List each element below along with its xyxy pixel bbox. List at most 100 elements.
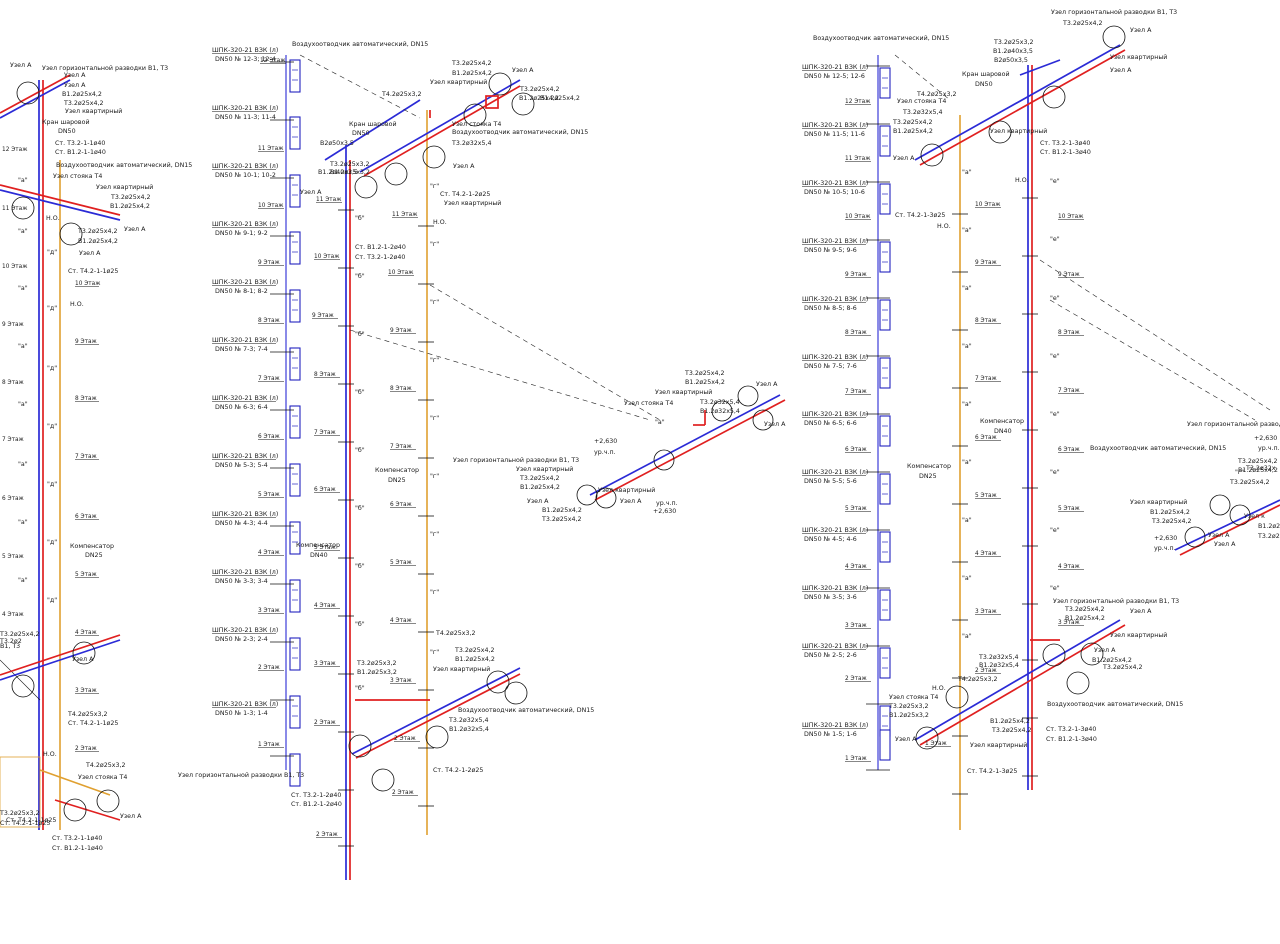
floor-label: 4 Этаж: [1058, 564, 1081, 570]
floor-label: 9 Этаж: [312, 313, 335, 319]
annotation-label: В1.2ø25x4,2: [893, 128, 933, 135]
annotation-label: Н.О.: [433, 219, 447, 226]
cabinet-icon: [879, 589, 891, 621]
cabinet-label: ШПК-320-21 ВЗК (л): [212, 279, 278, 286]
cabinet-label: ШПК-320-21 ВЗК (л): [802, 722, 868, 729]
riser-letter: "г": [430, 589, 439, 596]
annotation-label: Т3.2ø25x4,2: [991, 727, 1031, 734]
cabinet-label: ШПК-320-21 ВЗК (л): [802, 180, 868, 187]
floor-label: 3 Этаж: [975, 609, 998, 615]
cabinet-icon: [879, 183, 891, 215]
cabinet-label: DN50 № 4-3; 4-4: [215, 520, 268, 527]
annotation-label: Ст. Т3.2-1-2ø40: [291, 792, 341, 799]
annotation-label: Ст. Т3.2-1-1ø40: [55, 140, 105, 147]
cabinet-label: DN50 № 11-3; 11-4: [215, 114, 276, 121]
annotation-label: В1.2ø25x4,2: [1150, 509, 1190, 516]
riser-letter: "а": [962, 517, 972, 524]
riser-letter: "г": [430, 473, 439, 480]
annotation-label: Узел квартирный: [516, 465, 573, 473]
annotation-label: Т3.2ø25x4,2: [541, 516, 581, 523]
cabinet-label: DN50 № 8-1; 8-2: [215, 288, 268, 295]
annotation-label: Т3.2ø25x3,2: [888, 703, 928, 710]
cabinet-label: ШПК-320-21 ВЗК (л): [212, 337, 278, 344]
annotation-label: Компенсатор: [296, 542, 340, 549]
annotation-label: DN50: [58, 128, 76, 135]
annotation-label: Т3.2ø25x4,2: [1151, 518, 1191, 525]
floor-label: 7 Этаж: [2, 437, 25, 443]
riser-letter: "б": [355, 504, 365, 512]
floor-label: 9 Этаж: [2, 322, 25, 328]
annotation-label: Воздухоотводчик автоматический, DN15: [292, 40, 428, 48]
annotation-label: Ст. Т3.2-1-3ø40: [1040, 140, 1090, 147]
floor-label: 3 Этаж: [258, 608, 281, 614]
annotation-label: Т3.2ø32x5,4: [978, 654, 1018, 661]
cabinet-icon: [289, 289, 301, 323]
annotation-label: Кран шаровой: [962, 70, 1010, 78]
right-inset: [1174, 494, 1280, 556]
riser-letter: "а": [962, 169, 972, 176]
riser-letter: "а": [962, 633, 972, 640]
annotation-label: В1.2ø25x4,2: [452, 70, 492, 77]
annotation-label: В1.2ø40x3,5: [993, 48, 1033, 55]
cabinet-icon: [289, 59, 301, 93]
annotation-label: Т3.2ø25x4,2: [110, 194, 150, 201]
annotation-label: Т3.2ø32x5,4: [699, 399, 739, 406]
cabinet-icon: [879, 729, 891, 761]
riser-letter: "г": [430, 299, 439, 306]
floor-label: 2 Этаж: [75, 746, 98, 752]
riser-letter: "а": [18, 343, 28, 350]
riser-letter: "е": [1050, 178, 1060, 185]
floor-label: 5 Этаж: [258, 492, 281, 498]
annotation-label: Узел А: [512, 67, 534, 74]
floor-label: 6 Этаж: [390, 502, 413, 508]
floor-label: 6 Этаж: [314, 487, 337, 493]
annotation-label: Узел А: [764, 421, 786, 428]
floor-label: 2 Этаж: [314, 720, 337, 726]
cabinet-label: ШПК-320-21 ВЗК (л): [212, 163, 278, 170]
riser-letter: "г": [1235, 469, 1244, 476]
annotation-label: Т3.2ø25x4,2: [1064, 606, 1104, 613]
annotation-label: Узел А: [620, 498, 642, 505]
annotation-label: Т3.2ø32x5,4: [902, 109, 942, 116]
annotation-label: Узел стояка Т4: [897, 98, 946, 105]
annotation-label: Т3.2ø25x4,2: [451, 60, 491, 67]
floor-label: 4 Этаж: [258, 550, 281, 556]
annotation-label: Т3.2ø25x4,2: [1257, 533, 1280, 540]
floor-label: 6 Этаж: [845, 447, 868, 453]
annotation-label: В2ø50x3,5: [320, 140, 354, 147]
floor-label: 12 Этаж: [2, 147, 28, 153]
annotation-label: Узел квартирный: [970, 741, 1027, 749]
riser-letter: "д": [47, 249, 57, 256]
floor-label: 9 Этаж: [845, 272, 868, 278]
floor-label: 2 Этаж: [258, 665, 281, 671]
annotation-label: Ст. Т4.2-1-2ø25: [433, 767, 483, 774]
riser-letter: "а": [18, 519, 28, 526]
annotation-label: DN40: [310, 552, 328, 559]
floor-label: 5 Этаж: [390, 560, 413, 566]
annotation-label: Компенсатор: [375, 467, 419, 474]
annotation-label: Узел квартирный: [990, 127, 1047, 135]
annotation-label: Т3.2ø25x4,2: [63, 100, 103, 107]
cabinet-label: DN50 № 11-5; 11-6: [804, 131, 865, 138]
annotation-label: В2ø50x3,5: [994, 57, 1028, 64]
annotation-label: Воздухоотводчик автоматический, DN15: [1047, 700, 1183, 708]
riser-letter: "д": [47, 481, 57, 488]
annotation-label: DN25: [919, 473, 937, 480]
cabinet-label: ШПК-320-21 ВЗК (л): [802, 527, 868, 534]
riser-letter: "а": [962, 227, 972, 234]
cabinet-icon: [879, 125, 891, 157]
riser-letter: "г": [430, 183, 439, 190]
cabinet-icon: [879, 531, 891, 563]
floor-label: 7 Этаж: [75, 454, 98, 460]
annotation-label: Узел квартирный: [430, 78, 487, 86]
annotation-label: Узел А: [453, 163, 475, 170]
riser-letter: "е": [1050, 353, 1060, 360]
riser-letter: "е": [1050, 585, 1060, 592]
floor-label: 12 Этаж: [260, 58, 286, 64]
annotation-label: Узел А: [72, 656, 94, 663]
floor-label: 3 Этаж: [75, 688, 98, 694]
annotation-label: Узел горизонтальной разводки В1, Т3: [178, 771, 304, 779]
cabinet-label: DN50 № 2-3; 2-4: [215, 636, 268, 643]
annotation-label: Узел А: [895, 736, 917, 743]
annotation-label: В1.2ø25x4,2: [455, 656, 495, 663]
